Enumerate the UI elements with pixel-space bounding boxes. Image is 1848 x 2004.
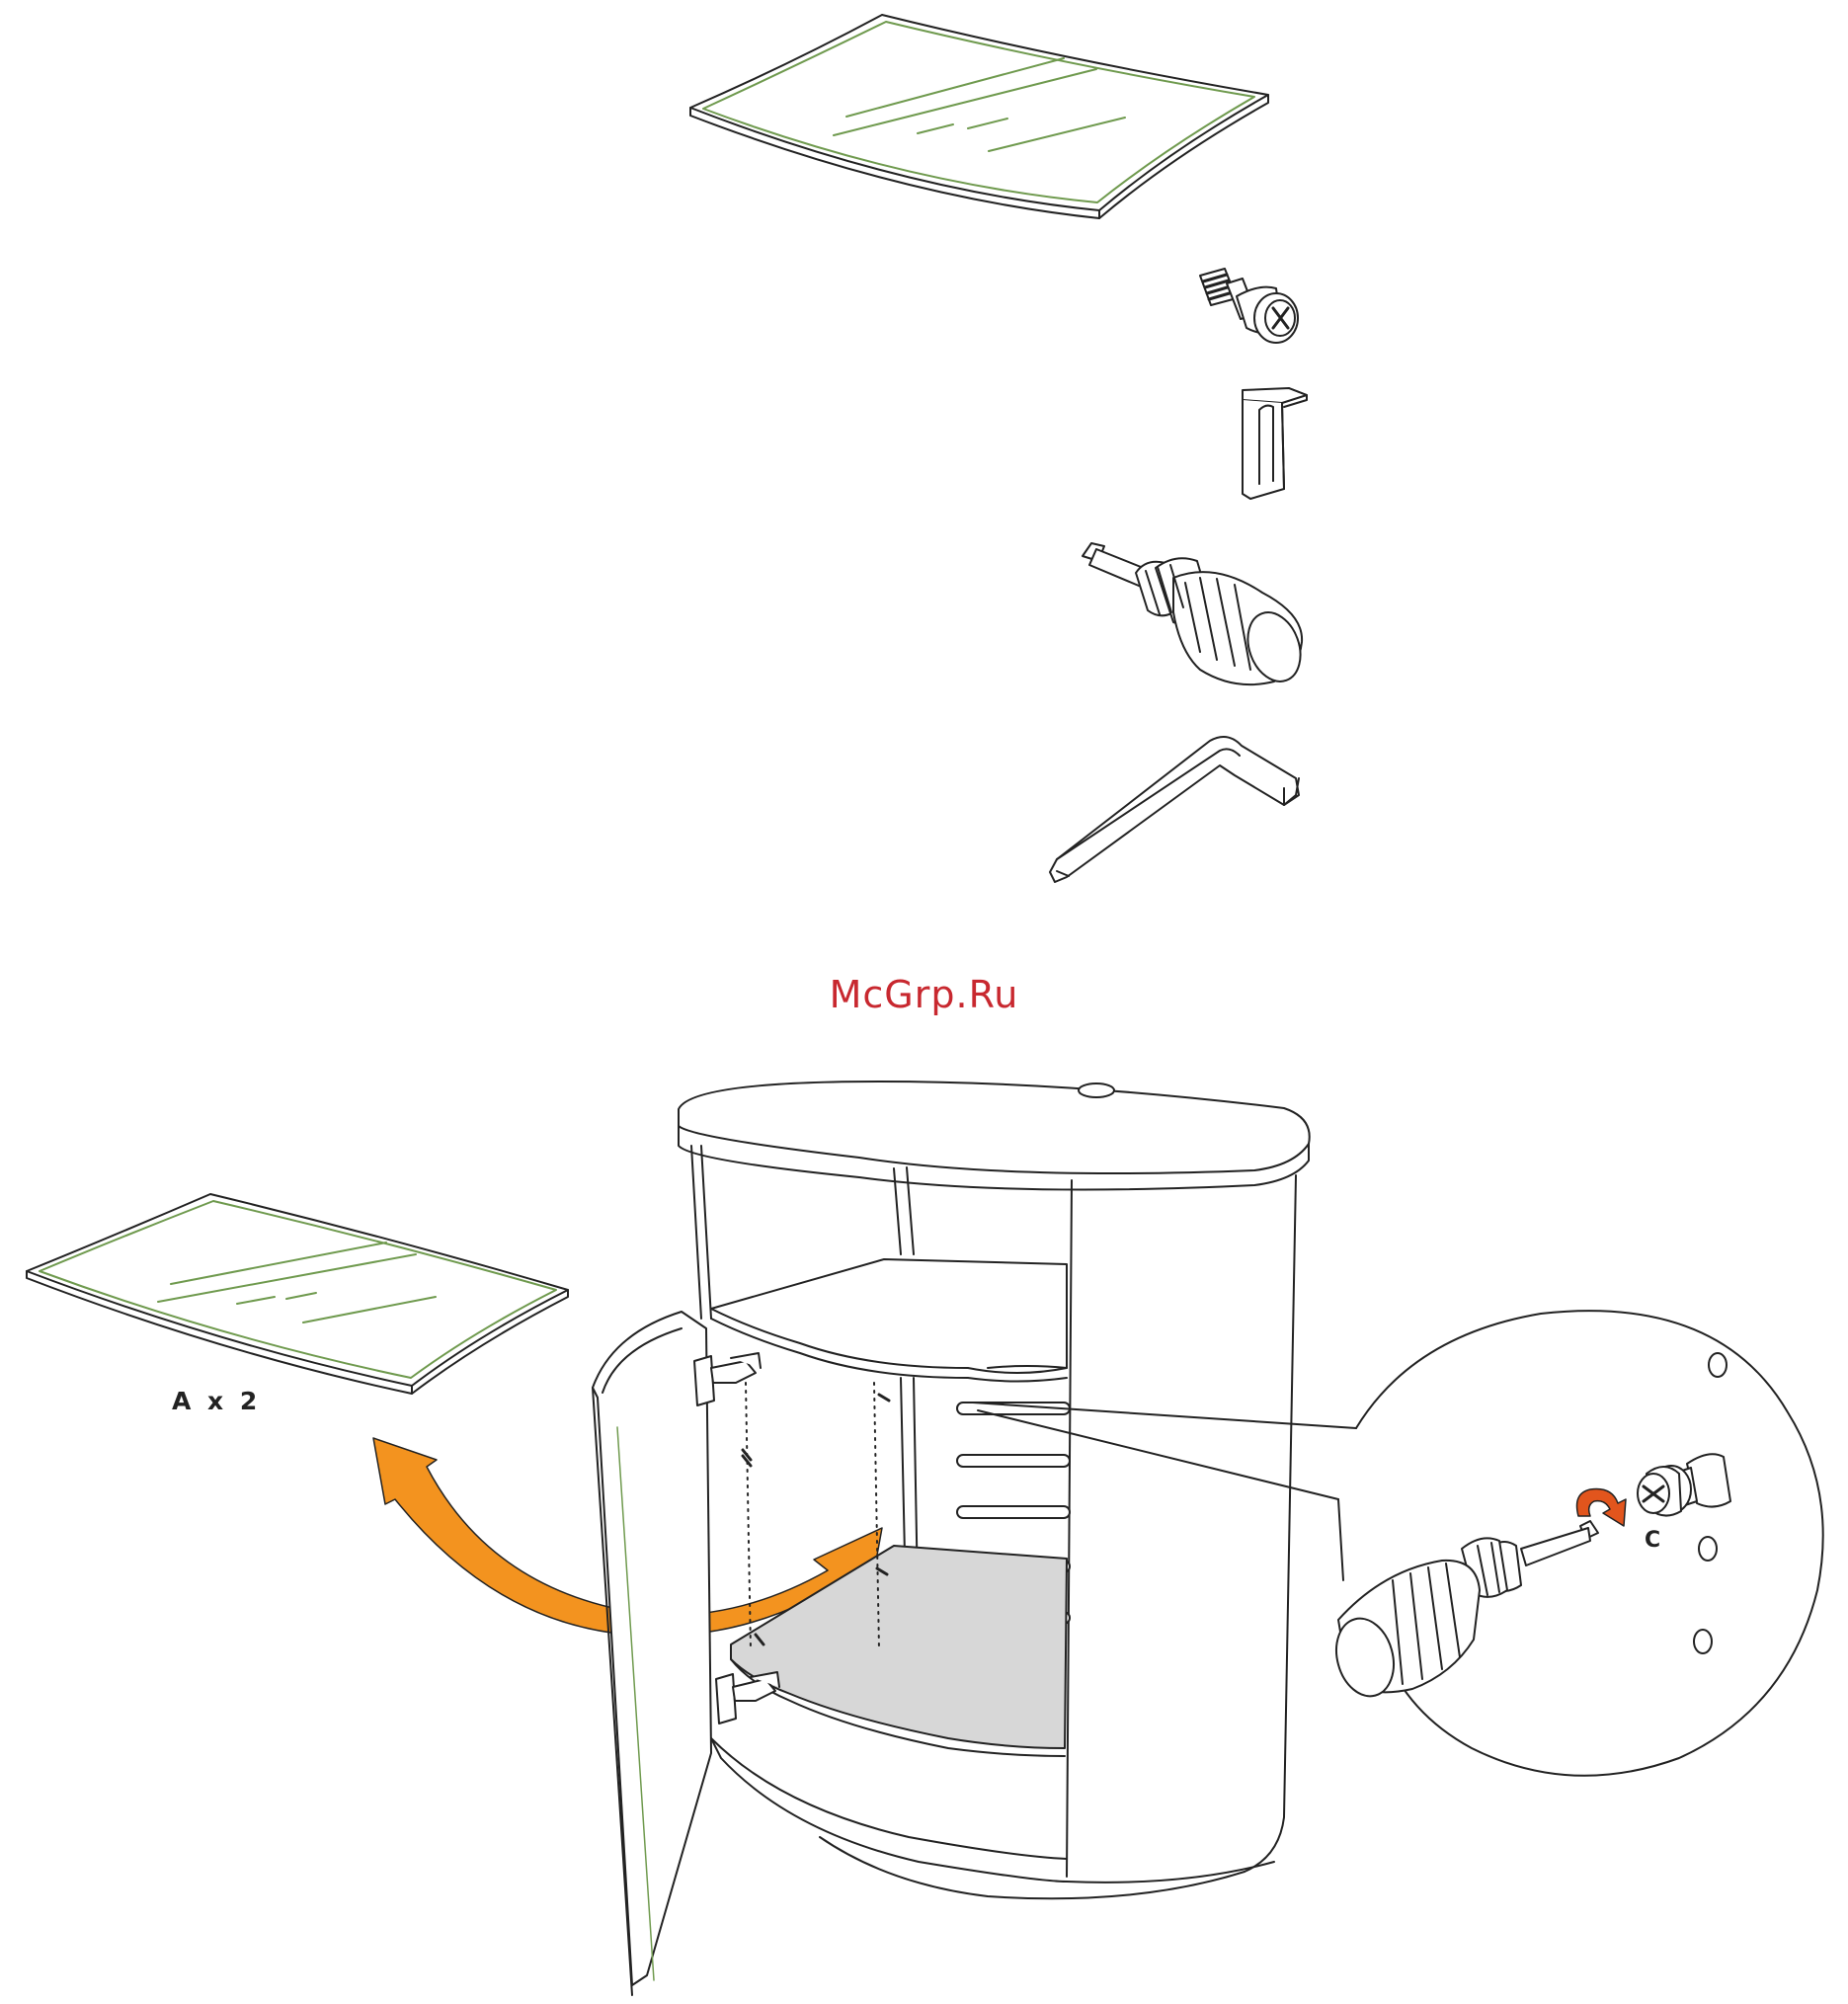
glass-shelf-a	[27, 1194, 568, 1394]
magnified-detail	[973, 1311, 1823, 1776]
inserted-shelf	[731, 1546, 1067, 1748]
cam-bolt-part	[1200, 269, 1298, 343]
shelf-clip-part	[1243, 388, 1307, 499]
allen-key-tool	[1050, 737, 1299, 882]
cabinet	[593, 1082, 1310, 1995]
watermark: McGrp.Ru	[0, 973, 1848, 1016]
part-c-label: C	[1645, 1528, 1660, 1553]
quantity-label: A x 2	[172, 1387, 261, 1415]
glass-shelf-part-top	[690, 15, 1268, 218]
rotate-arrow-icon	[1577, 1489, 1627, 1526]
screwdriver-tool	[1083, 543, 1310, 688]
